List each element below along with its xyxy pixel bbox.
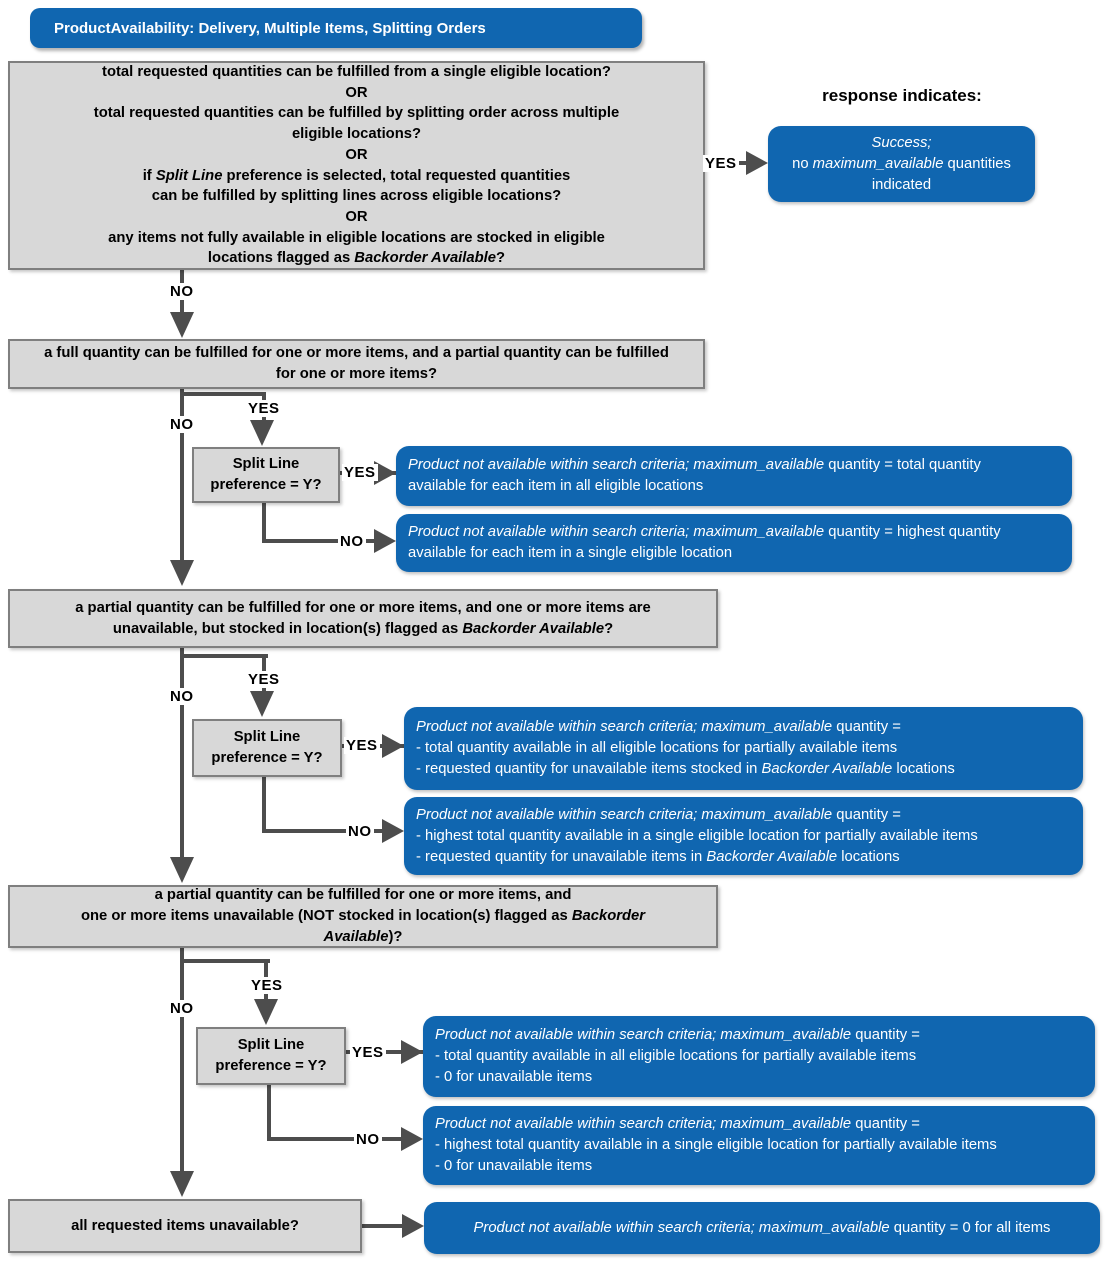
result-box-backorder-split-yes: Product not available within search crit… [404,707,1083,790]
decision-box-full-fulfillment: total requested quantities can be fulfil… [8,61,705,270]
connector-split3-no [267,1137,401,1141]
no-label: NO [354,1131,382,1148]
no-label: NO [168,1000,196,1017]
arrowhead-right [382,734,404,758]
connector-q1-yes [736,161,748,165]
yes-label: YES [350,1044,386,1061]
connector-split3-no [267,1085,271,1141]
no-label: NO [346,823,374,840]
result-box-success: Success; no maximum_available quantities… [768,126,1035,202]
connector-q3-yes [180,654,268,658]
decision-text: Split Line preference = Y? [210,456,322,493]
yes-label: YES [703,155,739,172]
result-box-total-all-locations: Product not available within search crit… [396,446,1072,506]
arrowhead-right [374,529,396,553]
no-label: NO [338,533,366,550]
result-box-backorder-split-no: Product not available within search crit… [404,797,1083,875]
arrowhead-down [250,691,274,717]
connector-q5-result [362,1224,402,1228]
diagram-title-text: ProductAvailability: Delivery, Multiple … [54,19,486,37]
connector-q2-yes [180,392,266,396]
result-text: Product not available within search crit… [435,1116,997,1174]
decision-box-full-and-partial: a full quantity can be fulfilled for one… [8,339,705,389]
arrowhead-right [401,1127,423,1151]
arrowhead-down [170,1171,194,1197]
yes-label: YES [249,977,285,994]
result-text: Product not available within search crit… [435,1027,920,1085]
result-text: Product not available within search crit… [408,457,981,494]
result-box-highest-single-location: Product not available within search crit… [396,514,1072,572]
no-label: NO [168,283,196,300]
arrowhead-down [254,999,278,1025]
connector-split2-no [262,829,382,833]
decision-text: Split Line preference = Y? [215,1037,327,1074]
connector-split1-no [262,503,266,543]
arrowhead-right [382,819,404,843]
decision-box-partial-and-backorder: a partial quantity can be fulfilled for … [8,589,718,648]
arrowhead-right [401,1040,423,1064]
arrowhead-down [170,312,194,338]
connector-split1-no [262,539,374,543]
decision-text: a partial quantity can be fulfilled for … [80,887,646,945]
decision-box-split-line-preference-2: Split Line preference = Y? [192,719,342,777]
result-box-zero-all-items: Product not available within search crit… [424,1202,1100,1254]
yes-label: YES [246,400,282,417]
arrowhead-down [170,857,194,883]
decision-text: total requested quantities can be fulfil… [93,63,620,267]
arrowhead-right [746,151,768,175]
result-box-unavailable-split-yes: Product not available within search crit… [423,1016,1095,1097]
result-text: Product not available within search crit… [416,719,955,777]
decision-text: all requested items unavailable? [71,1217,299,1234]
result-text: Product not available within search crit… [416,806,978,865]
result-text: Success; no maximum_available quantities… [792,134,1011,193]
decision-box-split-line-preference-1: Split Line preference = Y? [192,447,340,503]
result-box-unavailable-split-no: Product not available within search crit… [423,1106,1095,1185]
result-text: Product not available within search crit… [408,524,1001,561]
arrowhead-right [402,1214,424,1238]
response-indicates-label: response indicates: [822,86,982,105]
decision-box-split-line-preference-3: Split Line preference = Y? [196,1027,346,1085]
decision-text: a partial quantity can be fulfilled for … [75,599,651,637]
decision-text: a full quantity can be fulfilled for one… [44,345,669,382]
connector-q4-no [180,948,184,1172]
arrowhead-down [250,420,274,446]
yes-label: YES [342,464,378,481]
connector-q3-no [180,648,184,858]
yes-label: YES [246,671,282,688]
decision-text: Split Line preference = Y? [211,729,323,766]
result-text: Product not available within search crit… [473,1219,1051,1236]
no-label: NO [168,416,196,433]
connector-q2-no [180,389,184,561]
arrowhead-right [374,461,396,485]
connector-split2-no [262,777,266,833]
no-label: NO [168,688,196,705]
yes-label: YES [344,737,380,754]
diagram-title: ProductAvailability: Delivery, Multiple … [30,8,642,48]
decision-box-partial-and-unavailable: a partial quantity can be fulfilled for … [8,885,718,948]
decision-box-all-unavailable: all requested items unavailable? [8,1199,362,1253]
arrowhead-down [170,560,194,586]
connector-q4-yes [180,959,270,963]
